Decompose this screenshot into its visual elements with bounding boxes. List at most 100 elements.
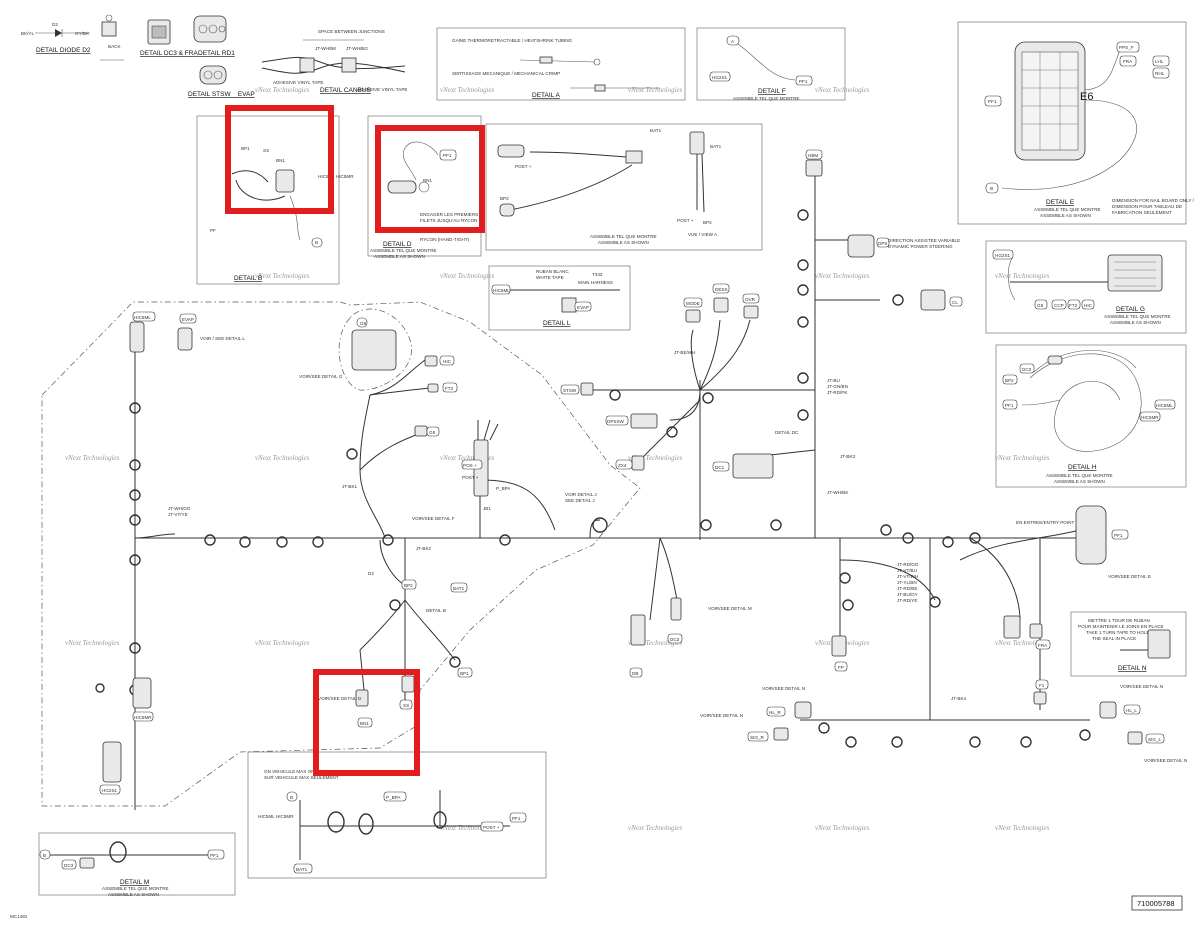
post-tag: POST + xyxy=(483,825,500,830)
jt-label: JT-RD/OG xyxy=(897,562,919,567)
detail-e-dim: DIMENSION FOR NAIL BOARD ONLY / xyxy=(1112,198,1195,203)
voir-d-note: VOIR/SEE DETAIL D xyxy=(318,696,362,701)
pf1-tag: PF1 xyxy=(443,153,452,158)
jt-label: JT-BU/OY xyxy=(897,592,918,597)
ft2-tag: FT2 xyxy=(1069,303,1078,308)
voir-e-note: VOIR/SEE DETAIL E xyxy=(1108,574,1151,579)
detail-stsw-evap-title: DETAIL STSW _ EVAP xyxy=(188,91,255,98)
detail-e-dim: FABRICATION SEULEMENT xyxy=(1112,210,1172,215)
watermark: vNext Technologies xyxy=(628,86,683,94)
watermark: vNext Technologies xyxy=(628,824,683,832)
vue-label: VUE / VIEW A xyxy=(688,232,718,237)
detail-n-title: DETAIL N xyxy=(1118,665,1147,672)
jt-label: JT-VT/YE xyxy=(168,512,188,517)
engager-note: FILETS JUSQU'AU RYCON xyxy=(420,218,477,223)
detail-b-title: DETAIL B xyxy=(234,275,262,282)
zx4-tag: ZX4 xyxy=(618,463,627,468)
center-connectors: G8 VOIR/SEE DETAIL G HIC FT2 G8 JT-BK1 P… xyxy=(299,317,597,728)
jt-label: JT-YL/BN xyxy=(897,580,917,585)
detail-g-note: ASSEMBLE TEL QUE MONTRE xyxy=(1104,314,1171,319)
part-number-box xyxy=(1131,895,1183,911)
jt-label: JT-GN/BN xyxy=(827,384,848,389)
harness-clips xyxy=(95,209,1091,748)
watermark: vNext Technologies xyxy=(815,824,870,832)
b-tag: B xyxy=(315,240,318,245)
jt-label: JT-BK4 xyxy=(951,696,967,701)
voir-n-note: VOIR/SEE DETAIL N xyxy=(1120,684,1163,689)
jt-label: JT-RD/YE xyxy=(897,598,917,603)
bp2-tag: BP2 xyxy=(1005,378,1014,383)
detail-a: GAINE THERMORETRACTABLE / HEATSHRINK TUB… xyxy=(436,27,686,101)
detail-f-title: DETAIL F xyxy=(758,88,786,95)
dps-tag: DPS xyxy=(878,241,887,246)
detail-g-title: DETAIL G xyxy=(1116,306,1145,313)
f1-tag: F1 xyxy=(1039,683,1045,688)
g8-tag: G8 xyxy=(1037,303,1044,308)
part-number: 710005788 xyxy=(1137,899,1175,908)
detail-d-note: ASSEMBLE TEL QUE MONTRE xyxy=(370,248,437,253)
ruban-label: RUBAN BLANC xyxy=(536,269,569,274)
watermark: vNext Technologies xyxy=(995,824,1050,832)
jt-label: JT-BK1 xyxy=(342,484,358,489)
bn1-tag: BN1 xyxy=(360,721,369,726)
pos-tag: POS + xyxy=(463,463,477,468)
sig-r-tag: SIG_R xyxy=(750,735,764,740)
detail-m: B PF1 DC3 DETAIL M ASSEMBLE TEL QUE MONT… xyxy=(38,832,236,897)
jt-label: JT-BK2 xyxy=(416,546,432,551)
detail-dc-note: DETAIL DC xyxy=(775,430,799,435)
battery-detail: BAT1 POST + BP2 ASSEMBLE TEL QUE MONTRE … xyxy=(485,123,763,251)
watermark: vNext Technologies xyxy=(815,272,870,280)
tag-lhl: LHL xyxy=(1155,59,1164,64)
pf-label: PF xyxy=(210,228,216,233)
bn1-label: BN1 xyxy=(423,178,432,183)
bn1-label: BN1 xyxy=(276,158,285,163)
g-connector-block xyxy=(351,329,397,371)
detail-h-title: DETAIL H xyxy=(1068,464,1097,471)
tag-a: A xyxy=(731,39,735,44)
hic5ml-tag: HIC5ML xyxy=(134,315,151,320)
highlight-box-bn1-ss xyxy=(313,669,420,776)
evap-tag: EVAP xyxy=(182,317,194,322)
detail-n-note: THE SEAL IN PLACE xyxy=(1092,636,1136,641)
hg2s1-connector xyxy=(102,741,122,783)
bat1-label: BAT1 xyxy=(650,128,662,133)
voir-m-note: VOIR/SEE DETAIL M xyxy=(708,606,752,611)
stsw-tag: STSW xyxy=(563,388,577,393)
pos-note: POST + xyxy=(462,475,479,480)
detail-l: RUBAN BLANC WHITE TAPE T342 MAIN HARNESS… xyxy=(488,265,631,331)
tag-hg2s1: HG2S1 xyxy=(712,75,728,80)
hl-r-tag: HL_R xyxy=(769,710,781,715)
ft2-tag: FT2 xyxy=(445,386,454,391)
t342-label: T342 xyxy=(592,272,603,277)
detail-diode-d2: BK/YL D2 GY/BK DETAIL DIODE D2 xyxy=(21,22,91,54)
max-note: ON VEHICULE MAX ONLY / xyxy=(264,769,323,774)
bp1-label: BP1 xyxy=(241,146,250,151)
dpssw-tag: DPSSW xyxy=(607,419,625,424)
cl-tag: CL xyxy=(952,300,958,305)
dc3-tag: DC3 xyxy=(1022,367,1032,372)
jt-label: JT-VT/WH xyxy=(897,574,918,579)
left-connectors: HIC5ML EVAP VOIR / SEE DETAIL L HIC5MR H… xyxy=(99,311,245,795)
watermark: vNext Technologies xyxy=(440,272,495,280)
highlight-box-detail-d xyxy=(375,125,485,233)
jt-label: JT-BK3 xyxy=(840,454,856,459)
b-tag: B xyxy=(290,795,293,800)
harness-wires xyxy=(134,175,1090,810)
pf1-tag: PF1 xyxy=(1005,403,1014,408)
entry-note: EN ENTREE/ENTRY POINT xyxy=(1016,520,1074,525)
jb1-label: JB1 xyxy=(483,506,491,511)
bat1-tag: BAT1 xyxy=(296,867,308,872)
hg2s1-tag: HG2S1 xyxy=(102,788,118,793)
hic5mr-tag: HIC5MR xyxy=(1141,415,1159,420)
detail-e-note: ASSEMBLE AS SHOWN xyxy=(1040,213,1091,218)
watermark: vNext Technologies xyxy=(628,454,683,462)
db-tag: DB xyxy=(632,671,638,676)
hic-label: HIC5ML HIC5MR xyxy=(318,174,354,179)
evap-connector xyxy=(177,327,193,351)
detail-back: BACK xyxy=(100,14,124,61)
jt-label: JT-BU xyxy=(827,378,840,383)
detail-m-title: DETAIL M xyxy=(120,879,149,886)
sub-outline xyxy=(338,308,412,391)
space-between-label: SPACE BETWEEN JUNCTIONS xyxy=(318,29,385,34)
hl-l-tag: HL_L xyxy=(1126,708,1137,713)
